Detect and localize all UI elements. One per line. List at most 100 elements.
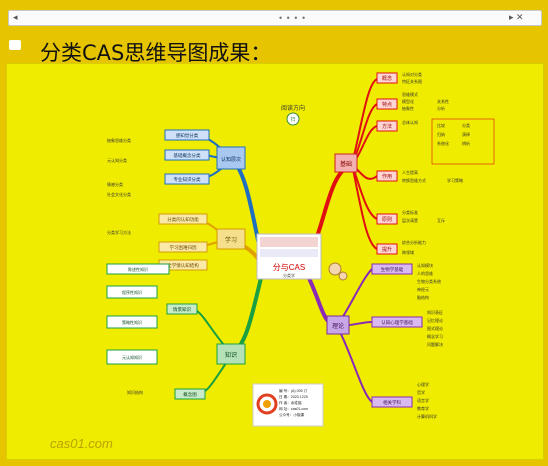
central-topic[interactable]: 分与CAS 分类学	[256, 233, 322, 280]
svg-text:网 址：cas01.com: 网 址：cas01.com	[279, 406, 308, 411]
svg-text:知识结构: 知识结构	[127, 389, 143, 395]
right-top-groups: 概念 认知对分类 特征关系图 特点 思维模式 模型化 关系性 抽象性 分析 方法	[376, 71, 495, 255]
reading-direction-value: 扫	[290, 116, 295, 123]
svg-text:公众号：小楷课: 公众号：小楷课	[279, 412, 305, 417]
svg-text:日 期：2020 1225: 日 期：2020 1225	[279, 394, 308, 399]
group-methods: 方法 总体认知 比较 分类 归纳 演绎 系统化 辨析	[376, 118, 495, 165]
svg-text:相关学科: 相关学科	[383, 399, 401, 406]
svg-text:方法: 方法	[382, 123, 392, 130]
svg-text:关系性: 关系性	[437, 98, 449, 104]
svg-text:认知对分类: 认知对分类	[402, 71, 422, 77]
svg-text:学习: 学习	[225, 236, 237, 244]
svg-text:专业知识分类: 专业知识分类	[174, 176, 201, 183]
svg-text:知识表征: 知识表征	[427, 309, 443, 315]
watermark: cas01.com	[50, 436, 113, 451]
svg-text:转换思维方式: 转换思维方式	[402, 177, 426, 183]
central-topic-subtitle: 分类学	[283, 272, 295, 278]
drag-handle[interactable]: • • • •	[279, 13, 307, 23]
svg-text:知识: 知识	[225, 351, 237, 359]
svg-text:特点: 特点	[382, 101, 392, 108]
group-concept: 概念 认知对分类 特征关系图	[376, 71, 422, 84]
svg-text:特征关系图: 特征关系图	[402, 78, 422, 84]
svg-text:情感分类: 情感分类	[107, 181, 123, 187]
node-cognition-levels[interactable]: 认知层次	[216, 146, 246, 170]
group-bio-basis: 生物学基础 认知模块 人的思维 生物分类系统 神经元 脑结构	[371, 262, 441, 300]
mindmap-canvas: 阅读方向 扫 分与CAS 分类学 基础 理论	[6, 63, 544, 460]
svg-text:学习困难归因: 学习困难归因	[170, 244, 197, 251]
svg-text:概念学习: 概念学习	[427, 333, 443, 339]
svg-text:编 号：(A) 005 订: 编 号：(A) 005 订	[279, 388, 308, 393]
node-knowledge[interactable]: 知识	[216, 343, 246, 365]
reading-direction-node: 阅读方向 扫	[281, 104, 305, 126]
svg-text:分类学习方法: 分类学习方法	[107, 229, 131, 235]
group-features: 特点 思维模式 模型化 关系性 抽象性 分析	[376, 91, 449, 111]
svg-text:模型化: 模型化	[402, 98, 414, 104]
svg-text:图式理论: 图式理论	[427, 325, 443, 331]
group-improve: 提升 综合分析能力 跨领域	[376, 239, 426, 255]
svg-text:情景知识: 情景知识	[173, 306, 191, 313]
window-controls[interactable]: ▸ ✕	[509, 12, 524, 22]
collapse-icon[interactable]: ◂	[13, 12, 18, 22]
svg-text:问题解决: 问题解决	[427, 341, 443, 347]
group-principles: 原则 分类标准 层次清楚 互斥	[376, 209, 445, 225]
svg-text:原则: 原则	[382, 216, 392, 223]
svg-text:基础: 基础	[340, 160, 352, 168]
svg-text:生物学基础: 生物学基础	[381, 266, 404, 273]
svg-text:比较: 比较	[437, 122, 445, 128]
reading-direction-label: 阅读方向	[281, 104, 305, 112]
left-bottom-items: 陈述性知识 程序性知识 策略性知识 元认知知识 情景知识 概念图 知识结构	[106, 263, 206, 400]
page-title: 分类CAS思维导图成果：	[40, 41, 272, 65]
group-related: 相关学科 心理学 哲学 语言学 教育学 计算机科学	[371, 381, 437, 419]
svg-text:学习策略: 学习策略	[447, 177, 463, 183]
svg-text:总体认知: 总体认知	[402, 119, 418, 125]
svg-text:认知心理学基础: 认知心理学基础	[381, 319, 413, 326]
gear-icon	[328, 262, 348, 281]
svg-text:生物分类系统: 生物分类系统	[417, 278, 441, 284]
svg-text:辨析: 辨析	[462, 140, 470, 146]
left-top-items: 感知觉分类 基础概念分类 专业知识分类 抽象思维分类 元认知分类 情感分类 社会…	[107, 129, 210, 197]
svg-text:概念: 概念	[382, 75, 392, 82]
svg-text:系统化: 系统化	[437, 140, 449, 146]
window-toolbar: ◂ • • • • ▸ ✕	[8, 10, 542, 26]
svg-text:人生提高: 人生提高	[402, 169, 418, 175]
node-theory[interactable]: 理论	[326, 315, 350, 335]
svg-text:认知层次: 认知层次	[221, 156, 241, 163]
svg-text:作 者：余姓楷: 作 者：余姓楷	[279, 400, 302, 405]
node-learning[interactable]: 学习	[216, 228, 246, 250]
group-cog-psych: 认知心理学基础 知识表征 记忆理论 图式理论 概念学习 问题解决	[371, 309, 443, 347]
central-topic-title: 分与CAS	[273, 263, 305, 272]
svg-text:分类标准: 分类标准	[402, 209, 418, 215]
svg-text:作用: 作用	[382, 173, 392, 180]
svg-text:程序性知识: 程序性知识	[122, 289, 142, 295]
svg-text:元认知分类: 元认知分类	[107, 157, 127, 163]
svg-text:人的思维: 人的思维	[417, 270, 433, 276]
svg-text:心理学: 心理学	[417, 381, 429, 387]
svg-text:分类的认知功能: 分类的认知功能	[167, 216, 199, 223]
svg-text:思维模式: 思维模式	[402, 91, 418, 97]
svg-text:记忆理论: 记忆理论	[427, 317, 443, 323]
svg-text:陈述性知识: 陈述性知识	[128, 266, 148, 272]
svg-text:基础概念分类: 基础概念分类	[174, 152, 201, 159]
right-bottom-groups: 生物学基础 认知模块 人的思维 生物分类系统 神经元 脑结构 认知心理学基础 知…	[371, 262, 443, 419]
svg-text:理论: 理论	[332, 322, 344, 330]
svg-text:教育学: 教育学	[417, 405, 429, 411]
svg-text:抽象思维分类: 抽象思维分类	[107, 137, 131, 143]
svg-text:提升: 提升	[382, 246, 392, 253]
svg-text:归纳: 归纳	[437, 131, 445, 137]
svg-text:策略性知识: 策略性知识	[122, 319, 142, 325]
svg-text:概念图: 概念图	[183, 391, 197, 398]
svg-text:抽象性: 抽象性	[402, 105, 414, 111]
svg-text:脑结构: 脑结构	[417, 294, 429, 300]
svg-text:综合分析能力: 综合分析能力	[402, 239, 426, 245]
info-stamp: 编 号：(A) 005 订 日 期：2020 1225 作 者：余姓楷 网 址：…	[252, 383, 324, 427]
svg-text:神经元: 神经元	[417, 286, 429, 292]
svg-text:跨领域: 跨领域	[402, 249, 414, 255]
side-tab-icon[interactable]	[9, 40, 21, 50]
svg-text:互斥: 互斥	[437, 217, 445, 223]
svg-text:分析: 分析	[437, 105, 445, 111]
svg-text:语言学: 语言学	[417, 397, 429, 403]
node-basics[interactable]: 基础	[334, 153, 358, 173]
svg-text:认知模块: 认知模块	[417, 262, 433, 268]
svg-text:计算机科学: 计算机科学	[417, 413, 437, 419]
svg-text:分类: 分类	[462, 122, 470, 128]
